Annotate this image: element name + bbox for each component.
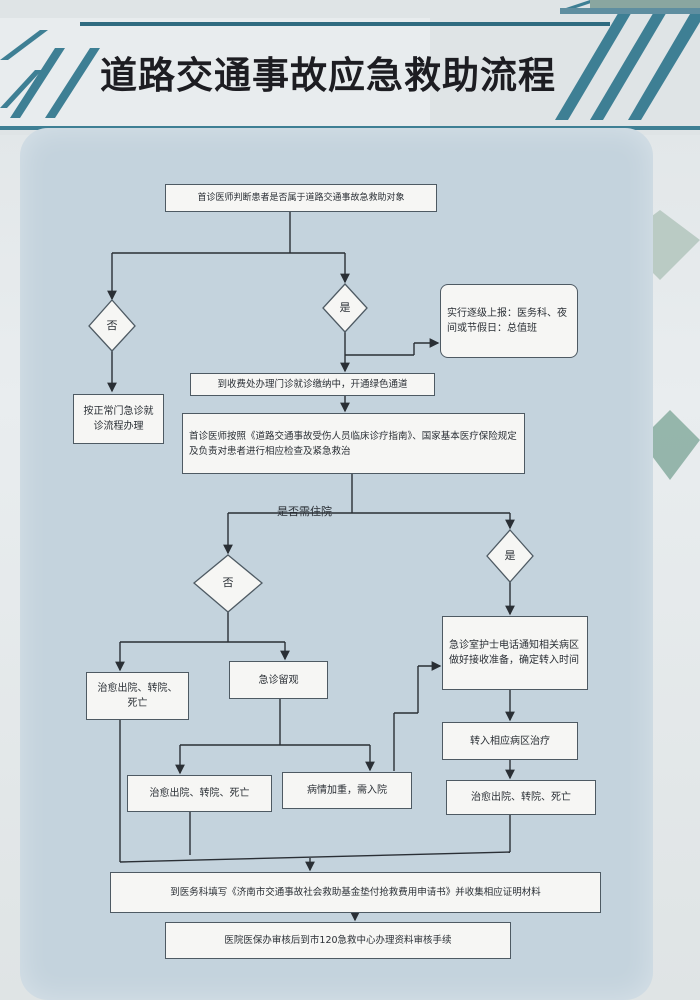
decision-no-1 bbox=[88, 299, 136, 352]
transfer-ward-box: 转入相应病区治疗 bbox=[442, 722, 578, 760]
decision-no-2-label: 否 bbox=[222, 576, 234, 589]
outcome-right-box: 治愈出院、转院、死亡 bbox=[446, 780, 596, 815]
outcome-mid-box: 治愈出院、转院、死亡 bbox=[127, 775, 272, 812]
report-box: 实行逐级上报：医务科、夜间或节假日：总值班 bbox=[440, 284, 578, 358]
outcome-left-box: 治愈出院、转院、死亡 bbox=[86, 672, 189, 720]
decision-no-1-label: 否 bbox=[106, 319, 118, 332]
decision-yes-1 bbox=[322, 283, 368, 333]
claim-box: 到医务科填写《济南市交通事故社会救助基金垫付抢救费用申请书》并收集相应证明材料 bbox=[110, 872, 601, 913]
decision-yes-1-label: 是 bbox=[339, 301, 351, 314]
final-box: 医院医保办审核后到市120急救中心办理资料审核手续 bbox=[165, 922, 511, 959]
general-process-box: 按正常门急诊就诊流程办理 bbox=[73, 394, 164, 444]
flow-board bbox=[20, 128, 653, 1000]
observation-box: 急诊留观 bbox=[229, 661, 328, 699]
worsen-box: 病情加重，需入院 bbox=[282, 772, 412, 809]
hospitalize-question: 是否需住院 bbox=[277, 505, 332, 518]
treatment-box: 首诊医师按照《道路交通事故受伤人员临床诊疗指南》、国家基本医疗保险规定及负责对患… bbox=[182, 413, 525, 474]
decision-yes-2-label: 是 bbox=[504, 549, 516, 562]
decision-yes-2 bbox=[486, 529, 534, 583]
green-channel-box: 到收费处办理门诊就诊缴纳中，开通绿色通道 bbox=[190, 373, 435, 396]
decision-no-2 bbox=[192, 554, 264, 613]
page-title: 道路交通事故应急救助流程 bbox=[100, 53, 556, 97]
start-box: 首诊医师判断患者是否属于道路交通事故急救助对象 bbox=[165, 184, 437, 212]
notify-ward-box: 急诊室护士电话通知相关病区做好接收准备，确定转入时间 bbox=[442, 616, 588, 690]
